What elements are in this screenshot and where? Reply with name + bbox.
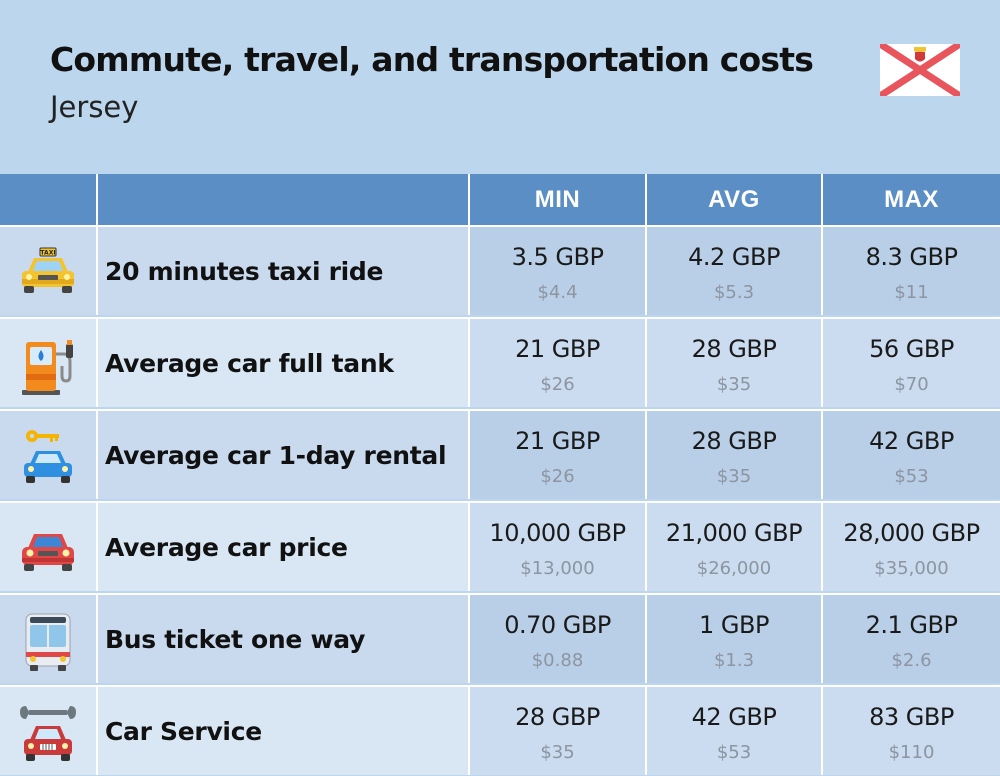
avg-usd: $35: [716, 374, 752, 395]
avg-value: 28 GBP: [691, 427, 777, 455]
bus-icon: [25, 613, 71, 671]
min-usd: $4.4: [537, 282, 578, 303]
table-row: Average car full tank 21 GBP $26 28 GBP …: [0, 317, 1000, 407]
car-rental-key-icon: [24, 430, 72, 483]
avg-value: 1 GBP: [699, 611, 769, 639]
car-icon: [22, 534, 74, 571]
min-value: 0.70 GBP: [504, 611, 611, 639]
row-label: Average car 1-day rental: [105, 440, 447, 470]
max-value: 8.3 GBP: [865, 243, 958, 271]
row-label: 20 minutes taxi ride: [105, 256, 384, 286]
max-usd: $70: [894, 374, 929, 395]
cost-table: MIN AVG MAX TAXI 20 minutes taxi ride: [0, 174, 1000, 776]
page-subtitle: Jersey: [50, 90, 139, 124]
max-value: 42 GBP: [869, 427, 954, 455]
header-max: MAX: [884, 185, 939, 213]
max-value: 2.1 GBP: [865, 611, 958, 639]
max-usd: $53: [894, 466, 929, 487]
min-usd: $26: [540, 374, 575, 395]
min-usd: $35: [540, 742, 575, 763]
row-label: Bus ticket one way: [105, 624, 366, 654]
avg-value: 28 GBP: [691, 335, 777, 363]
page-title: Commute, travel, and transportation cost…: [50, 40, 814, 79]
avg-usd: $26,000: [696, 558, 772, 579]
fuel-pump-icon: [22, 340, 73, 395]
header-min: MIN: [470, 174, 647, 225]
header-avg: AVG: [647, 174, 823, 225]
min-usd: $13,000: [520, 558, 595, 579]
table-row: TAXI 20 minutes taxi ride 3.5 GBP $4.4 4…: [0, 225, 1000, 315]
table-row: Bus ticket one way 0.70 GBP $0.88 1 GBP …: [0, 593, 1000, 683]
row-label: Car Service: [105, 716, 262, 746]
avg-usd: $35: [716, 466, 752, 487]
max-usd: $110: [888, 742, 935, 763]
table-row: Car Service 28 GBP $35 42 GBP $53 83 GBP…: [0, 685, 1000, 775]
avg-value: 4.2 GBP: [688, 243, 780, 271]
max-value: 83 GBP: [869, 703, 954, 731]
table-row: Average car 1-day rental 21 GBP $26 28 G…: [0, 409, 1000, 499]
table-row: Average car price 10,000 GBP $13,000 21,…: [0, 501, 1000, 591]
svg-text:TAXI: TAXI: [40, 250, 55, 257]
max-usd: $35,000: [874, 558, 949, 579]
min-value: 21 GBP: [515, 427, 600, 455]
max-usd: $2.6: [891, 650, 932, 671]
taxi-icon: TAXI: [22, 247, 74, 293]
min-value: 10,000 GBP: [489, 519, 626, 547]
row-label: Average car full tank: [105, 348, 394, 378]
max-usd: $11: [894, 282, 929, 303]
row-label: Average car price: [105, 532, 348, 562]
min-value: 21 GBP: [515, 335, 600, 363]
avg-usd: $53: [716, 742, 752, 763]
table-header-row: MIN AVG MAX: [0, 174, 1000, 225]
avg-value: 42 GBP: [691, 703, 777, 731]
avg-usd: $5.3: [713, 282, 755, 303]
max-value: 56 GBP: [869, 335, 954, 363]
min-value: 28 GBP: [515, 703, 600, 731]
header-label-column: [98, 174, 470, 225]
header-icon-column: [0, 174, 98, 225]
page-header: Commute, travel, and transportation cost…: [0, 0, 1000, 174]
jersey-flag-icon: [880, 44, 960, 96]
min-usd: $0.88: [531, 650, 584, 671]
avg-value: 21,000 GBP: [665, 519, 803, 547]
min-usd: $26: [540, 466, 575, 487]
max-value: 28,000 GBP: [843, 519, 980, 547]
avg-usd: $1.3: [713, 650, 755, 671]
car-service-wrench-icon: [20, 706, 76, 761]
min-value: 3.5 GBP: [511, 243, 604, 271]
